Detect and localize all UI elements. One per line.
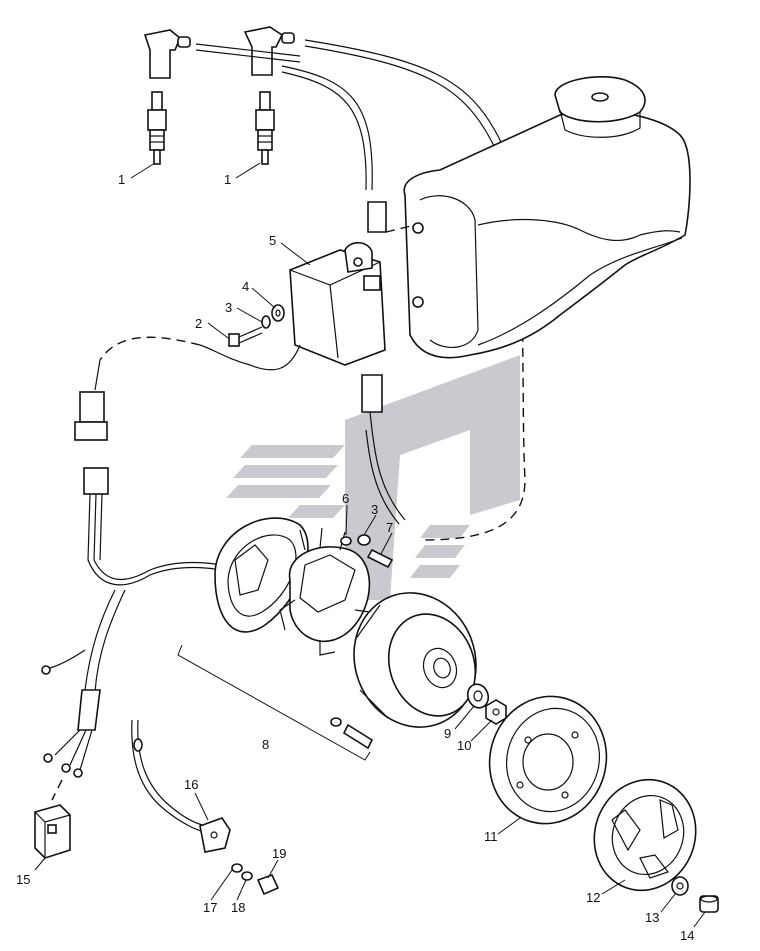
callout-14: 14: [680, 928, 694, 943]
callout-4: 4: [242, 279, 249, 294]
flywheel-washer: [466, 683, 490, 709]
callout-5: 5: [269, 233, 276, 248]
callout-6: 6: [342, 491, 349, 506]
cup-washer: [671, 876, 689, 896]
coil-wiring: [74, 336, 301, 561]
callout-1-left: 1: [118, 172, 125, 187]
spark-plug-right: [255, 91, 275, 165]
fuel-tank: [403, 76, 691, 359]
callout-11: 11: [484, 829, 498, 844]
ignition-coil: [289, 201, 416, 525]
callout-2: 2: [195, 316, 202, 331]
leader-lines: [34, 162, 706, 928]
starter-pulley: [488, 695, 608, 825]
callout-9: 9: [444, 726, 451, 741]
callout-10: 10: [457, 738, 471, 753]
spark-plug-cap-left: [143, 29, 191, 79]
callout-bracket-8: [177, 644, 371, 761]
cup-bolt: [699, 895, 719, 913]
stator: [279, 527, 371, 656]
callout-18: 18: [231, 900, 245, 915]
sensor-hardware: [231, 863, 280, 896]
callout-12: 12: [586, 890, 600, 905]
flywheel: [353, 592, 477, 728]
coil-mounting-hardware: [228, 304, 285, 347]
wiring-harness: [41, 559, 241, 801]
callout-16: 16: [184, 777, 198, 792]
callout-1-right: 1: [224, 172, 231, 187]
callout-19: 19: [272, 846, 286, 861]
callout-3-coil: 3: [225, 300, 232, 315]
spark-plug-left: [147, 91, 167, 165]
callout-15: 15: [16, 872, 30, 887]
rectifier: [34, 804, 71, 859]
starter-cup: [593, 778, 697, 892]
callout-7: 7: [386, 520, 393, 535]
callout-17: 17: [203, 900, 217, 915]
pickup-sensor: [131, 719, 231, 853]
callout-13: 13: [645, 910, 659, 925]
callout-labels: 1 1 2 3 4 5 6 3 7 8 9 10 11 12 13 14 15 …: [16, 172, 694, 943]
callout-3-stator: 3: [371, 502, 378, 517]
callout-8: 8: [262, 737, 269, 752]
